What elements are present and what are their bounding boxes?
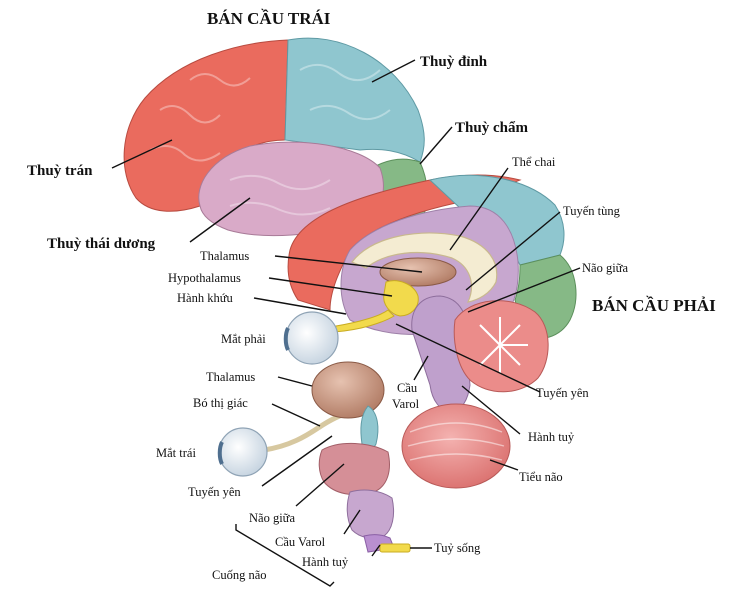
label-pineal-gland: Tuyến tùng bbox=[563, 204, 621, 218]
right-eye bbox=[283, 311, 339, 365]
thalamus-exploded bbox=[311, 361, 385, 419]
label-spinal-cord: Tuỷ sống bbox=[434, 541, 481, 555]
right-hemisphere bbox=[287, 174, 577, 413]
label-cerebellum: Tiểu não bbox=[519, 470, 563, 484]
cerebellum-exploded bbox=[401, 403, 511, 489]
left-eye bbox=[217, 427, 268, 477]
label-midbrain-section: Não giữa bbox=[582, 261, 628, 275]
label-parietal-lobe: Thuỳ đỉnh bbox=[420, 54, 488, 70]
label-medulla-exploded: Hành tuỷ bbox=[302, 555, 349, 569]
pons-exploded bbox=[346, 489, 395, 539]
leader-lines bbox=[111, 59, 581, 587]
left-eye-optic-nerve bbox=[263, 425, 320, 453]
label-left-eye: Mắt trái bbox=[156, 446, 196, 460]
label-olfactory-bulb: Hành khứu bbox=[177, 291, 233, 305]
arbor-vitae bbox=[479, 317, 528, 373]
heading-left-hemisphere: BÁN CẦU TRÁI bbox=[207, 9, 331, 28]
label-brainstem-group: Cuống não bbox=[212, 568, 267, 582]
right-cortex-frontal bbox=[287, 174, 522, 311]
label-right-eye: Mắt phải bbox=[221, 332, 266, 346]
label-frontal-lobe: Thuỳ trán bbox=[27, 163, 93, 179]
label-pons-section-line1: Cầu bbox=[397, 381, 418, 395]
gyri-texture bbox=[149, 63, 391, 216]
hypothalamus-region bbox=[383, 280, 419, 317]
label-temporal-lobe: Thuỳ thái dương bbox=[47, 236, 156, 252]
label-optic-tract: Bó thị giác bbox=[193, 396, 248, 410]
midbrain-exploded bbox=[318, 442, 390, 496]
parietal-lobe bbox=[284, 37, 425, 163]
cerebellum-folia bbox=[407, 422, 505, 461]
label-thalamus-exploded: Thalamus bbox=[206, 370, 255, 384]
label-occipital-lobe: Thuỳ chẩm bbox=[455, 120, 528, 136]
labels: BÁN CẦU TRÁI BÁN CẦU PHẢI Thuỳ đỉnh Thuỳ… bbox=[27, 9, 716, 582]
heading-right-hemisphere: BÁN CẦU PHẢI bbox=[592, 296, 716, 315]
label-hypothalamus: Hypothalamus bbox=[168, 271, 241, 285]
label-pituitary-exploded: Tuyến yên bbox=[188, 485, 241, 499]
label-midbrain-exploded: Não giữa bbox=[249, 511, 295, 525]
label-corpus-callosum: Thể chai bbox=[512, 155, 556, 169]
label-pons-section-line2: Varol bbox=[392, 397, 420, 411]
brainstem-exploded bbox=[217, 361, 511, 553]
corpus-callosum bbox=[351, 232, 498, 303]
label-thalamus-section: Thalamus bbox=[200, 249, 249, 263]
label-pituitary-section: Tuyến yên bbox=[536, 386, 589, 400]
spinal-cord-exploded bbox=[379, 543, 411, 553]
label-medulla-section: Hành tuỷ bbox=[528, 430, 575, 444]
label-pons-exploded: Cầu Varol bbox=[275, 535, 326, 549]
